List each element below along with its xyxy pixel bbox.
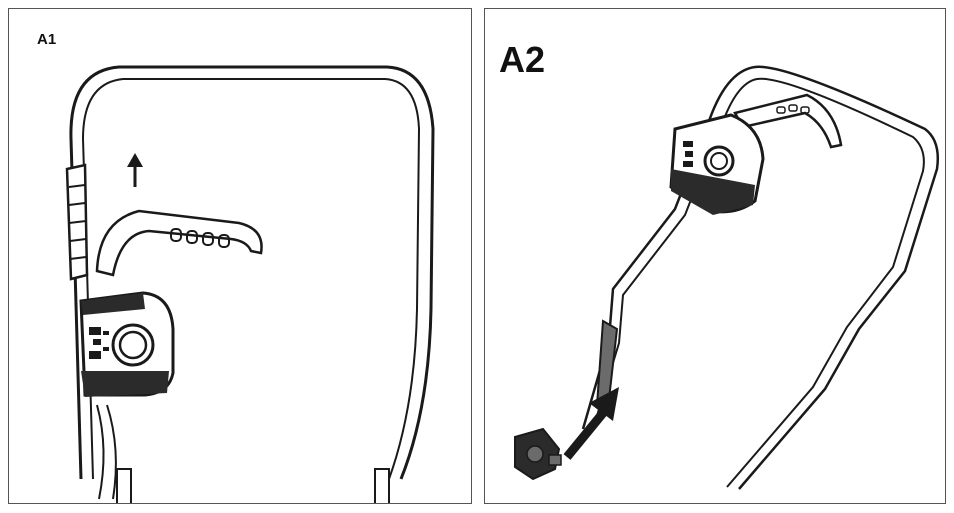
- handle-frame: [69, 65, 435, 480]
- mower-handle-perspective-illustration: [514, 65, 939, 490]
- handle-top-bar: [705, 65, 939, 490]
- panel-label-a2: A2: [499, 39, 546, 80]
- bail-lever: [95, 209, 263, 277]
- panel-a1: A1: [8, 8, 472, 504]
- bail-lever: [733, 93, 843, 149]
- cable-clip: [514, 427, 562, 481]
- diagonal-arrow-icon: [563, 387, 619, 460]
- up-arrow-icon: [127, 153, 143, 187]
- panel-label-a1: A1: [37, 31, 57, 48]
- panel-a2: A2: [484, 8, 946, 504]
- mower-handle-front-illustration: [65, 65, 435, 503]
